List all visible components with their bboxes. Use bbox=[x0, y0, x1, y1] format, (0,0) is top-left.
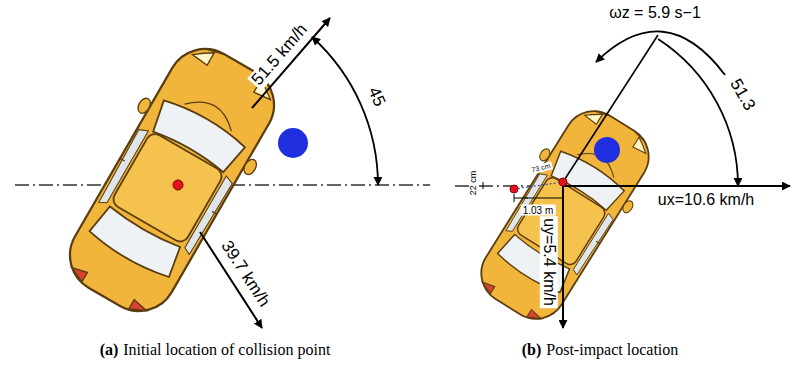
rotation-arrow bbox=[596, 31, 725, 75]
angular-velocity-label: ωz = 5.9 s−1 bbox=[607, 4, 703, 22]
velocity-arrow bbox=[563, 185, 790, 187]
dimension-line bbox=[483, 182, 484, 189]
collision-object bbox=[278, 128, 308, 158]
subfigure-caption: (a)Initial location of collision point bbox=[100, 341, 331, 359]
center-of-mass bbox=[173, 180, 183, 190]
angle-label: 45 bbox=[363, 83, 389, 112]
dimension-line bbox=[514, 198, 563, 199]
dimension-tick bbox=[514, 194, 515, 202]
angle-arc bbox=[312, 37, 378, 185]
velocity-arrow bbox=[562, 186, 564, 328]
distance-line bbox=[514, 182, 563, 189]
caption-text: Post-impact location bbox=[546, 341, 678, 359]
dimension-label: 22 cm bbox=[469, 169, 479, 198]
caption-letter: (b) bbox=[522, 341, 542, 359]
angle-arc bbox=[658, 39, 738, 186]
velocity-label: ux=10.6 km/h bbox=[656, 191, 757, 209]
collision-object bbox=[594, 137, 620, 163]
dimension-label: 1.03 m bbox=[521, 205, 556, 216]
axis-line bbox=[563, 35, 658, 182]
center-of-mass bbox=[510, 185, 518, 193]
car-post-impact bbox=[463, 95, 668, 335]
speed-label: 51.5 km/h bbox=[247, 19, 313, 91]
velocity-label: uy=5.4 km/h bbox=[540, 216, 558, 308]
angle-label: 51.3 bbox=[725, 74, 760, 115]
subfigure-caption: (b)Post-impact location bbox=[522, 341, 679, 359]
caption-text: Initial location of collision point bbox=[123, 341, 330, 359]
caption-letter: (a) bbox=[100, 341, 119, 359]
collision-point bbox=[559, 178, 567, 186]
dimension-tick bbox=[563, 194, 564, 202]
